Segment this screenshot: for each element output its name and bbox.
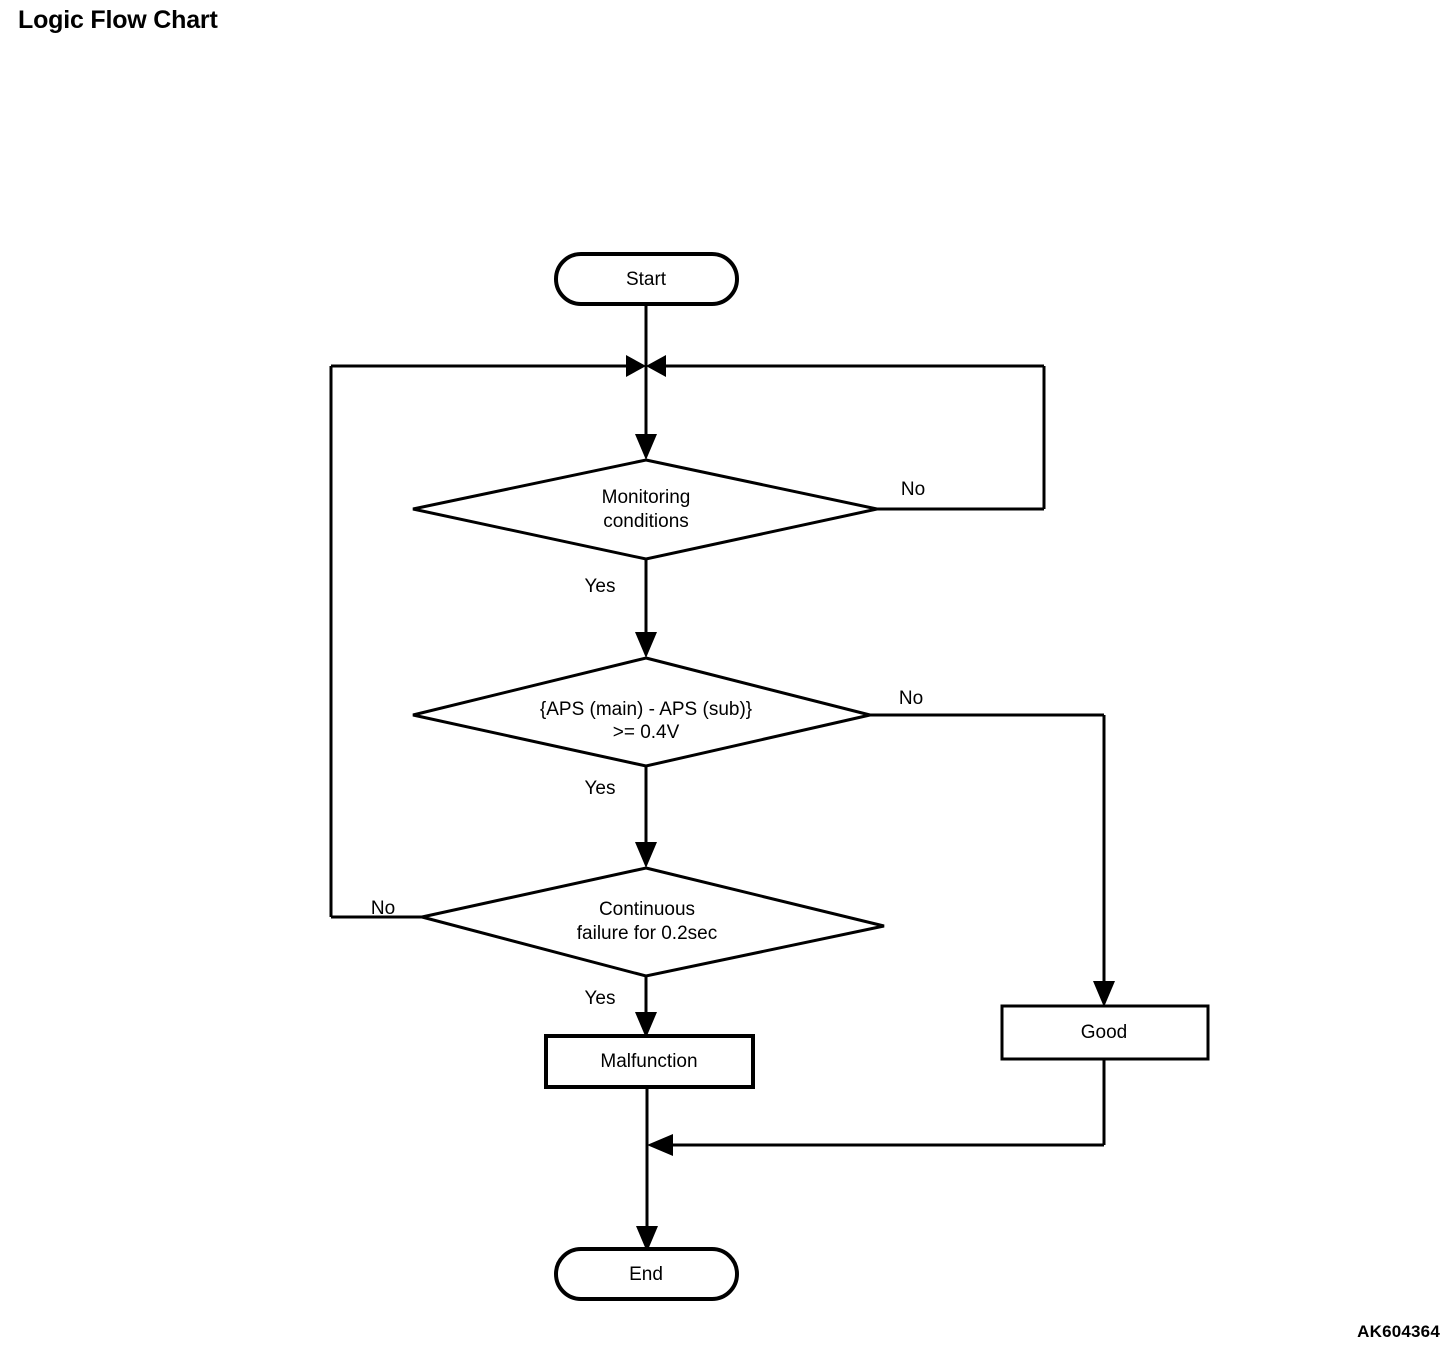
edge-label-continuous-no: No (371, 898, 395, 919)
end-label: End (629, 1264, 663, 1285)
arrowhead-into-malfunction (635, 1012, 657, 1038)
start-label: Start (626, 269, 667, 290)
continuous-shape (421, 866, 885, 978)
good-label: Good (1081, 1022, 1127, 1043)
good-shape (1000, 1004, 1210, 1061)
continuous-label-line1: Continuous (599, 899, 695, 920)
monitoring-label-line1: Monitoring (602, 487, 691, 508)
aps-label-line2: >= 0.4V (613, 722, 680, 743)
arrowhead-into-aps (635, 632, 657, 658)
arrowhead-loop-right-into-junction (646, 355, 666, 377)
aps-shape (412, 656, 871, 768)
edge-label-aps-no: No (899, 688, 923, 709)
watermark-code: AK604364 (1357, 1322, 1440, 1341)
aps-label-line1: {APS (main) - APS (sub)} (540, 699, 752, 720)
node-malfunction[interactable]: Malfunction (544, 1034, 755, 1089)
node-start[interactable]: Start (554, 252, 739, 306)
node-monitoring-conditions[interactable]: Monitoring conditions (412, 458, 878, 561)
node-continuous-failure[interactable]: Continuous failure for 0.2sec (421, 866, 885, 978)
arrowhead-into-good (1093, 981, 1115, 1007)
arrowhead-into-monitoring (635, 434, 657, 460)
end-shape (554, 1247, 739, 1301)
page-title: Logic Flow Chart (18, 6, 218, 34)
edge-label-monitoring-yes: Yes (585, 576, 616, 597)
arrowhead-into-continuous (635, 842, 657, 868)
node-good[interactable]: Good (1000, 1004, 1210, 1061)
arrowhead-loop-left-into-junction (626, 355, 646, 377)
malfunction-shape (544, 1034, 755, 1089)
node-end[interactable]: End (554, 1247, 739, 1301)
continuous-label-line2: failure for 0.2sec (577, 923, 717, 944)
edge-label-aps-yes: Yes (585, 778, 616, 799)
malfunction-label: Malfunction (600, 1051, 697, 1072)
monitoring-label-line2: conditions (603, 511, 689, 532)
start-shape (554, 252, 739, 306)
edge-label-continuous-yes: Yes (585, 988, 616, 1009)
arrowhead-merge-into-spine (647, 1134, 673, 1156)
arrowhead-into-end (636, 1226, 658, 1252)
monitoring-shape (412, 458, 878, 561)
edge-label-monitoring-no: No (901, 479, 925, 500)
node-aps-difference[interactable]: {APS (main) - APS (sub)} >= 0.4V (412, 656, 871, 768)
